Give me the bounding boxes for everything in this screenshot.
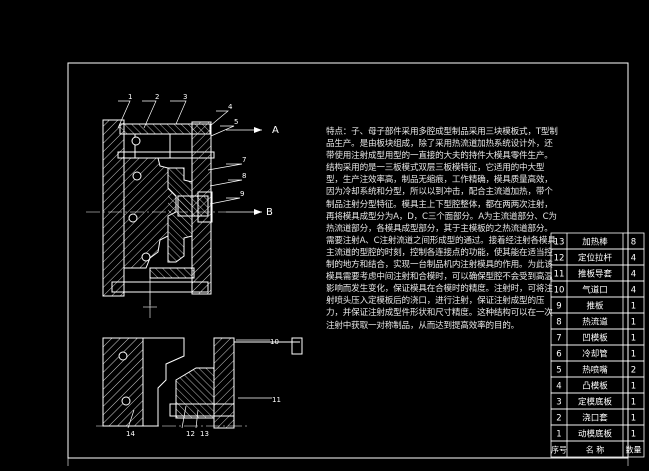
lower-section-view (96, 337, 303, 429)
balloon-label: 12 (186, 430, 195, 438)
part-name: 气道口 (582, 285, 608, 296)
parts-table-row: 3 定模底板 1 (550, 392, 645, 410)
part-name: 加热棒 (582, 237, 608, 248)
balloon-label: 5 (234, 118, 238, 126)
balloon-label: 7 (242, 156, 246, 164)
part-quantity: 1 (631, 302, 636, 312)
part-number: 9 (556, 302, 561, 312)
part-name: 浇口套 (582, 413, 608, 424)
parts-table-row: 10 气道口 4 (550, 280, 645, 298)
upper-section-view: A B (86, 119, 279, 318)
balloon-label: 1 (128, 93, 132, 101)
lower-plate-right (213, 337, 235, 429)
part-number: 10 (554, 286, 565, 296)
part-number: 8 (556, 318, 561, 328)
runner-plate (117, 151, 215, 159)
part-name: 定位拉杆 (578, 253, 613, 264)
part-quantity: 1 (631, 350, 636, 360)
part-name: 热喷嘴 (582, 365, 608, 376)
part-number: 1 (556, 430, 561, 440)
bolt-hole (118, 351, 128, 361)
part-name: 推板导套 (578, 269, 613, 280)
part-quantity: 4 (631, 286, 636, 296)
fixed-plate-left (102, 119, 125, 297)
part-balloons: 1 2 3 4 5 7 8 9 10 11 12 13 14 (126, 93, 281, 438)
lower-base (169, 403, 235, 417)
section-label-b: B (266, 207, 273, 218)
part-name: 动模底板 (578, 429, 613, 440)
part-name: 凹模板 (582, 333, 608, 344)
part-name: 定模底板 (578, 397, 613, 408)
part-number: 5 (556, 366, 561, 376)
lower-guide-block (291, 337, 303, 355)
part-number: 4 (556, 382, 561, 392)
part-number: 12 (554, 254, 565, 264)
part-number: 6 (556, 350, 561, 360)
part-quantity: 2 (631, 366, 636, 376)
parts-table-row: 8 热流道 1 (550, 312, 645, 330)
bolt-hole (121, 396, 131, 406)
parts-table-row: 9 推板 1 (550, 296, 645, 314)
lower-fixed-plate (102, 337, 144, 427)
balloon-label: 8 (242, 172, 246, 180)
balloon-label: 10 (270, 338, 279, 346)
part-quantity: 8 (631, 238, 636, 248)
part-name: 冷却管 (582, 349, 608, 360)
bolt-hole (128, 213, 138, 223)
hot-nozzle (197, 191, 213, 223)
bolt-hole (132, 171, 142, 181)
balloon-label: 11 (272, 396, 281, 404)
section-label-a: A (272, 125, 279, 136)
part-number: 序号 (551, 445, 567, 455)
technical-description: 特点：子、母子部件采用多腔成型制品采用三块模板式，T型制品生产。是由板块组成，除… (326, 127, 558, 331)
part-quantity: 1 (631, 414, 636, 424)
part-quantity: 1 (631, 398, 636, 408)
drawing-frame (67, 62, 629, 459)
nozzle-block (177, 195, 209, 217)
balloon-label: 13 (200, 430, 209, 438)
lower-cavity (175, 367, 215, 419)
balloon-label: 14 (126, 430, 135, 438)
lower-support (149, 267, 195, 279)
parts-table-row: 4 凸模板 1 (550, 376, 645, 394)
part-quantity: 1 (631, 334, 636, 344)
parts-table-row: 13 加热棒 8 (550, 232, 645, 250)
part-number: 2 (556, 414, 561, 424)
part-quantity: 数量 (626, 445, 642, 455)
part-name: 名 称 (586, 445, 605, 455)
part-quantity: 1 (631, 382, 636, 392)
bolt-hole (131, 136, 141, 146)
bolt-hole (141, 252, 151, 262)
part-quantity: 4 (631, 270, 636, 280)
part-number: 13 (554, 238, 565, 248)
parts-table-row: 1 动模底板 1 (550, 424, 645, 442)
part-number: 11 (554, 270, 565, 280)
part-name: 热流道 (582, 317, 608, 328)
part-quantity: 4 (631, 254, 636, 264)
part-quantity: 1 (631, 430, 636, 440)
balloon-label: 4 (228, 103, 233, 111)
parts-table-row: 7 凹模板 1 (550, 328, 645, 346)
part-number: 7 (556, 334, 561, 344)
ejector-plate (111, 281, 209, 293)
parts-table-row: 6 冷却管 1 (550, 344, 645, 362)
parts-table-row: 12 定位拉杆 4 (550, 248, 645, 266)
part-name: 推板 (586, 301, 604, 312)
leader-lines (117, 100, 272, 429)
part-number: 3 (556, 398, 561, 408)
part-quantity: 1 (631, 318, 636, 328)
parts-table-row: 11 推板导套 4 (550, 264, 645, 282)
parts-table-row: 2 浇口套 1 (550, 408, 645, 426)
parts-table-row: 5 热喷嘴 2 (550, 360, 645, 378)
balloon-label: 3 (183, 93, 187, 101)
parts-table-header: 序号 名 称 数量 (550, 440, 645, 458)
balloon-label: 2 (155, 93, 159, 101)
part-name: 凸模板 (582, 381, 608, 392)
balloon-label: 9 (240, 190, 244, 198)
